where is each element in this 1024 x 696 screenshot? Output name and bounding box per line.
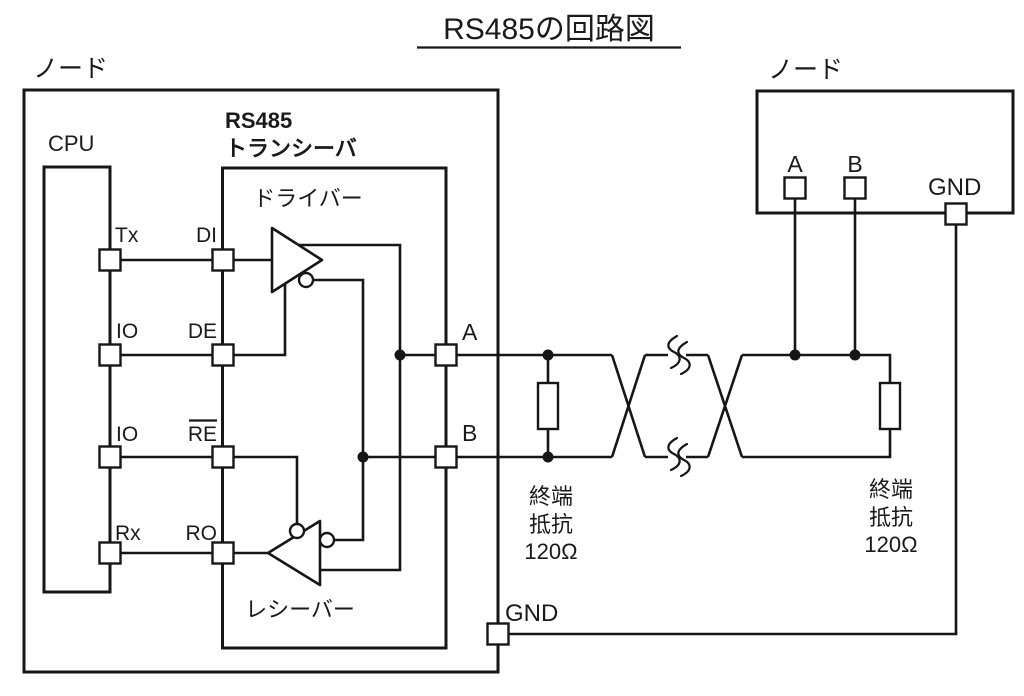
junction-dot (542, 349, 554, 361)
pin-label-io1: IO (116, 320, 138, 343)
wire-driver-out-a (296, 243, 402, 572)
wire-de-driver-enable (233, 282, 287, 357)
break-mark (677, 442, 691, 478)
cpu-label: CPU (48, 131, 94, 156)
left-node-box (22, 88, 500, 674)
cpu-box (42, 165, 112, 594)
receiver-enable-bubble (288, 522, 306, 540)
pin-square-tx (98, 248, 122, 272)
pin-label-re: RE (188, 423, 217, 446)
pin-label-io2: IO (116, 423, 138, 446)
diagram-title: RS485の回路図 (443, 13, 655, 46)
pin-square-rx (98, 541, 122, 565)
break-mark (667, 334, 681, 370)
receiver-label: レシーバー (245, 597, 355, 622)
junction-dot (789, 349, 801, 361)
pin-square-b-right (843, 176, 867, 200)
termination-left-line3: 120Ω (524, 539, 577, 564)
wiring (110, 188, 958, 636)
junction-dot (849, 349, 861, 361)
wire-twist-cross-2 (706, 354, 744, 458)
receiver-invert-input-bubble (318, 531, 336, 549)
pin-label-de: DE (188, 320, 217, 343)
termination-right-line2: 抵抗 (869, 505, 913, 530)
junction-dot (357, 451, 369, 463)
gnd-label-left: GND (505, 600, 558, 627)
pin-square-re (211, 445, 235, 469)
driver-label: ドライバー (253, 186, 363, 211)
termination-right-line3: 120Ω (864, 532, 917, 557)
wire-driver-invout-b (313, 278, 365, 542)
junction-dots (357, 349, 861, 463)
pin-square-gnd-left (486, 622, 510, 646)
gnd-label-right: GND (928, 174, 981, 201)
wire-gnd-bus (498, 214, 958, 636)
driver-invert-bubble (297, 271, 315, 289)
pin-square-de (211, 343, 235, 367)
pin-square-io2 (98, 445, 122, 469)
pin-square-b-left (434, 445, 458, 469)
junction-dot (542, 451, 554, 463)
wire-twist-cross-1 (610, 354, 647, 458)
transceiver-name-line1: RS485 (225, 108, 292, 133)
transceiver-box (221, 166, 448, 650)
transceiver-name-line2: トランシーバ (225, 136, 357, 161)
pin-square-ro (211, 541, 235, 565)
pin-label-rx: Rx (115, 522, 141, 545)
break-mark (677, 340, 691, 376)
right-node-label: ノード (768, 56, 843, 84)
pin-label-b-left: B (462, 420, 477, 446)
pin-square-gnd-right (944, 202, 968, 226)
termination-left-line2: 抵抗 (529, 512, 573, 537)
pin-label-ro: RO (186, 522, 218, 545)
termination-resistor-right (878, 381, 902, 431)
pin-square-a-right (783, 176, 807, 200)
wire-re-receiver-enable (233, 455, 299, 524)
pin-square-a-left (434, 343, 458, 367)
pin-label-di: DI (196, 224, 217, 247)
cable-break-marks (667, 334, 691, 478)
pin-square-io1 (98, 343, 122, 367)
pin-squares (98, 176, 968, 646)
pin-label-a-left: A (462, 319, 478, 345)
termination-resistor-left (536, 381, 560, 431)
pin-label-a-right: A (787, 151, 803, 177)
break-mark (667, 436, 681, 472)
junction-dot (394, 349, 406, 361)
driver-triangle (270, 226, 324, 294)
wire-b-line-right (742, 429, 892, 459)
wire-a-line-right (742, 353, 892, 383)
termination-left-line1: 終端 (529, 484, 573, 509)
pin-square-di (211, 248, 235, 272)
pin-label-b-right: B (847, 151, 862, 177)
left-node-label: ノード (33, 55, 108, 83)
pin-label-tx: Tx (115, 224, 139, 247)
termination-right-line1: 終端 (869, 477, 913, 502)
right-node-box (755, 89, 1015, 215)
